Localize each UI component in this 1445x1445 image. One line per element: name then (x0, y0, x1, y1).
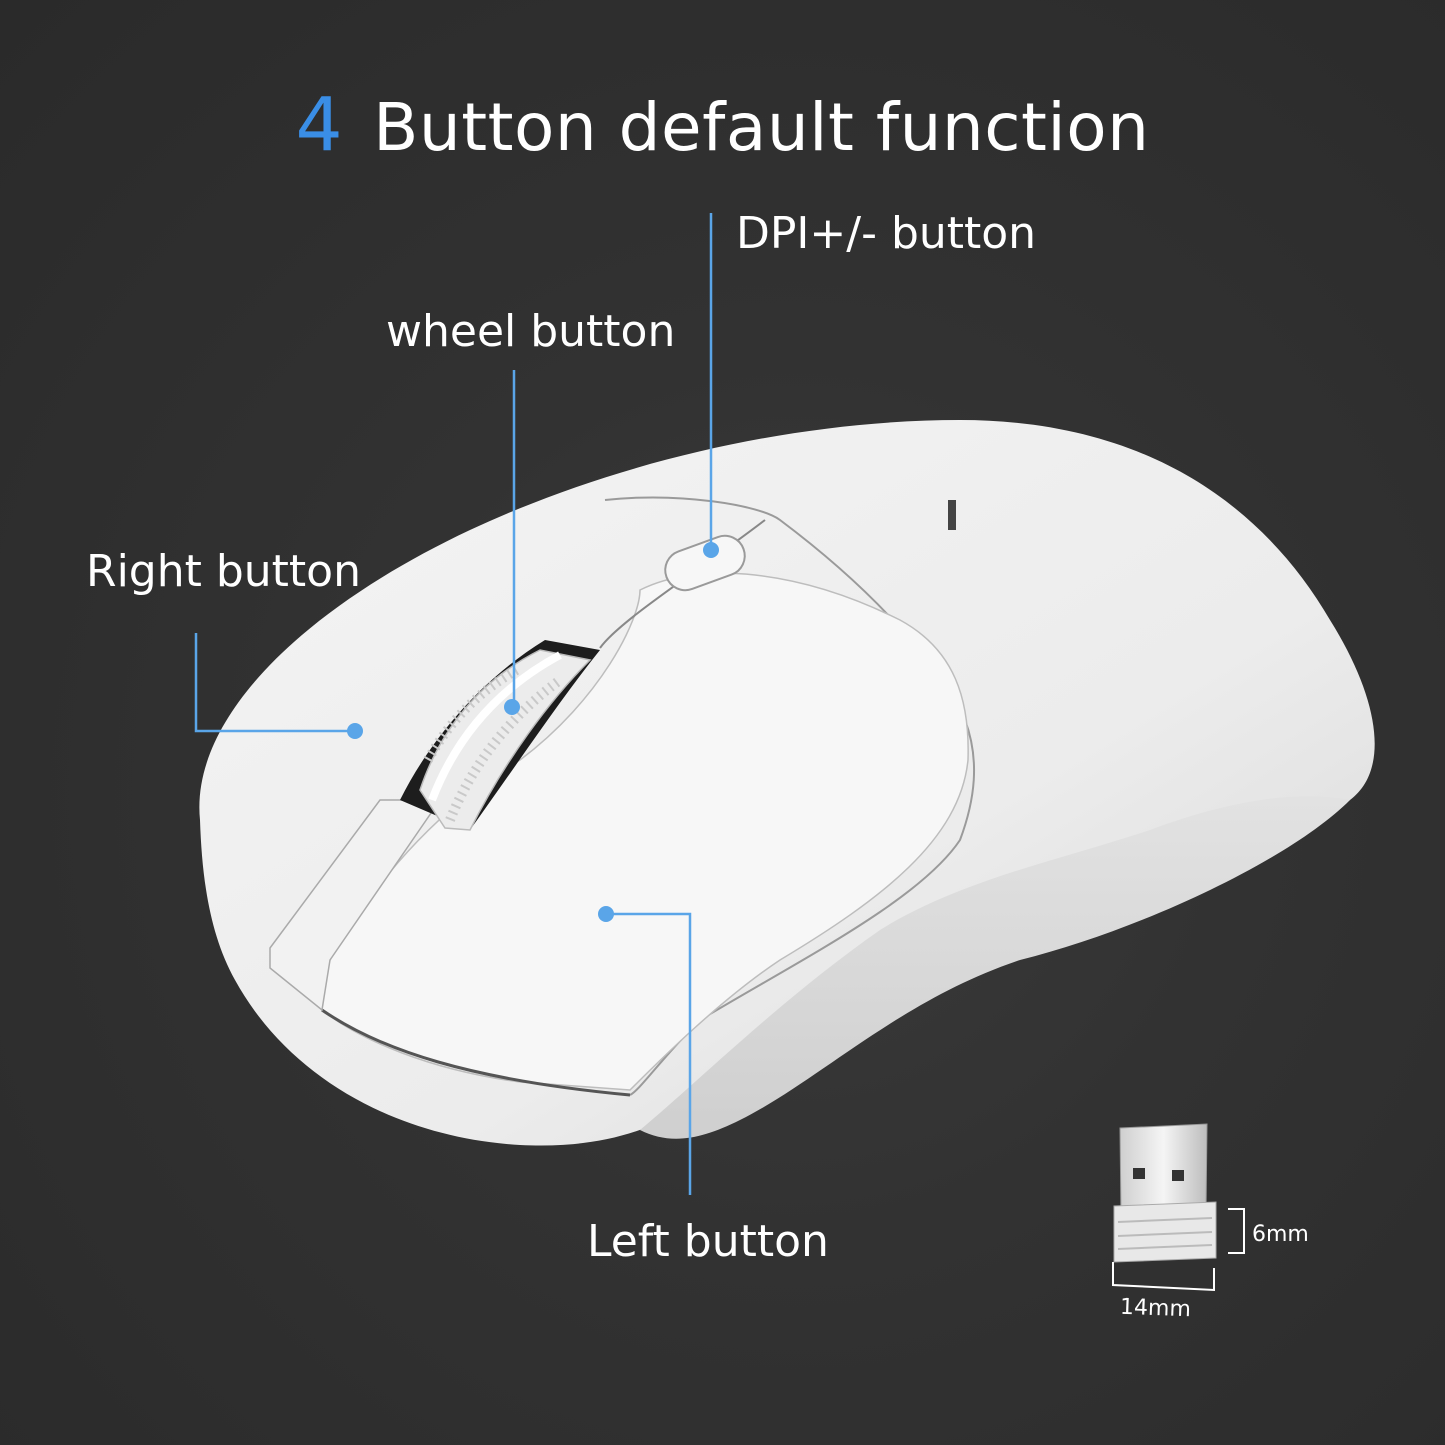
usb-receiver (1113, 1123, 1217, 1263)
dimension-lines (1112, 1208, 1245, 1292)
callout-dots (347, 542, 719, 922)
left-button-panel[interactable] (319, 572, 969, 1091)
title-text: Button default function (373, 89, 1150, 166)
right-button-label: Right button (86, 546, 361, 597)
receiver-height-label: 6mm (1252, 1222, 1309, 1247)
dpi-button[interactable] (599, 519, 766, 649)
scroll-wheel[interactable] (419, 649, 592, 831)
page-title: 4 Button default function (0, 82, 1445, 168)
dpi-button-label: DPI+/- button (736, 208, 1037, 259)
leader-lines (194, 213, 713, 1195)
wheel-button-label: wheel button (386, 306, 676, 357)
receiver-width-label: 14mm (1119, 1294, 1192, 1323)
title-number: 4 (295, 82, 344, 168)
logo-mark (948, 500, 956, 530)
wheel-strip (269, 799, 442, 1012)
left-button-label: Left button (587, 1216, 829, 1267)
